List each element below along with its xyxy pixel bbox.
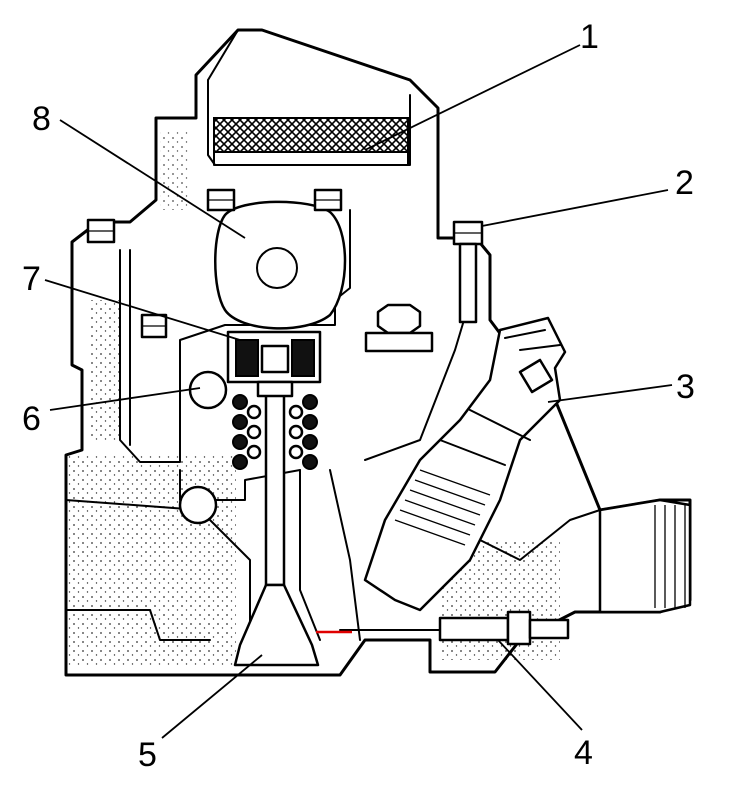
callout-7: 7 bbox=[22, 260, 41, 298]
valve-spring-right bbox=[288, 394, 318, 470]
rocker-bolt-left bbox=[140, 313, 168, 339]
head-bolt-center bbox=[364, 303, 434, 353]
head-bolt-left bbox=[86, 218, 116, 244]
glow-plug bbox=[316, 610, 570, 646]
callout-8: 8 bbox=[32, 100, 51, 138]
cam-cap-bolt-right bbox=[313, 188, 343, 212]
callout-1: 1 bbox=[580, 18, 599, 56]
valve-spring-left bbox=[232, 394, 262, 470]
lower-passage-hole bbox=[178, 485, 218, 525]
breather-filter-element bbox=[213, 117, 409, 166]
camshaft-lobe bbox=[214, 200, 347, 330]
callout-5: 5 bbox=[138, 736, 157, 774]
callout-2: 2 bbox=[675, 164, 694, 202]
injector-connector-housing bbox=[598, 498, 692, 614]
bucket-tappet bbox=[226, 330, 322, 384]
callout-4: 4 bbox=[574, 734, 593, 772]
callout-6: 6 bbox=[22, 400, 41, 438]
fuel-injector bbox=[363, 316, 567, 612]
intake-valve bbox=[233, 380, 320, 667]
cylinder-head-body bbox=[64, 28, 692, 677]
callout-3: 3 bbox=[676, 368, 695, 406]
cam-cap-bolt-left bbox=[206, 188, 236, 212]
cover-bolt-2 bbox=[452, 220, 484, 324]
oil-gallery-hole bbox=[188, 370, 228, 410]
callout-leaders bbox=[44, 44, 673, 739]
